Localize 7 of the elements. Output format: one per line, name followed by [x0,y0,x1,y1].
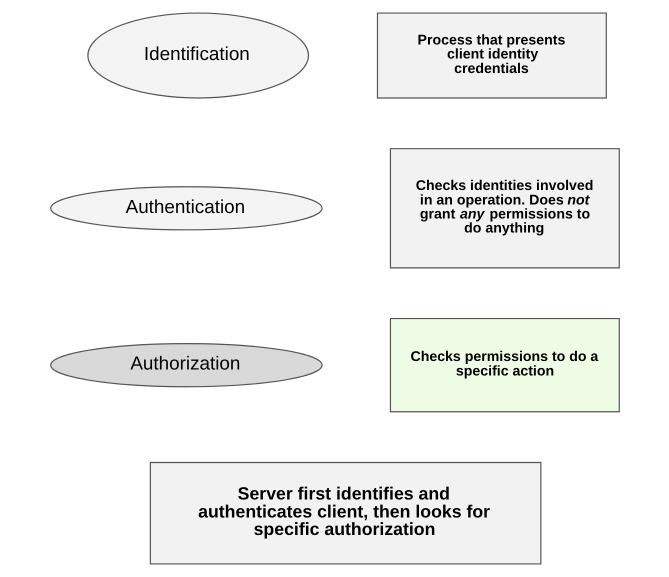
node-box: Process that presents client identity credentials [376,12,606,99]
node-box: Checks permissions to do a specific action [389,318,620,412]
node-ellipse: Identification [86,12,309,99]
node-box: Server first identifies and authenticates client, then looks for specific authorization [149,462,541,565]
node-ellipse: Authorization [50,343,322,388]
node-box: Checks identities involved in an operation. Does not grant any permissions to do anything [389,148,620,268]
node-ellipse: Authentication [50,186,322,230]
